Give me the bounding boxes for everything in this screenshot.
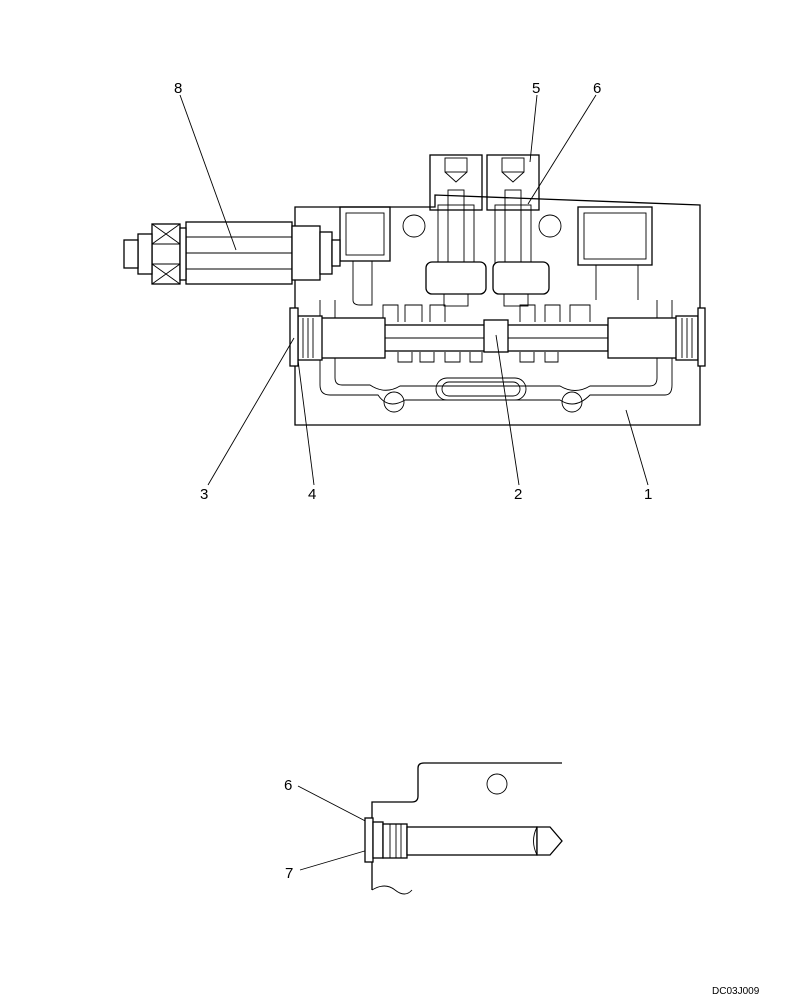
valve-body	[294, 194, 701, 426]
label-4: 4	[308, 486, 316, 503]
drawing-code: DC03J009	[712, 986, 760, 997]
spool	[289, 307, 706, 367]
label-7: 7	[285, 865, 293, 882]
poppet-cartridges	[425, 154, 550, 307]
label-6: 6	[593, 80, 601, 97]
label-3: 3	[200, 486, 208, 503]
label-2: 2	[514, 486, 522, 503]
label-1: 1	[644, 486, 652, 503]
callout-labels: 8 5 6 3 4 2 1 6 7	[174, 80, 652, 882]
label-6-detail: 6	[284, 777, 292, 794]
label-8: 8	[174, 80, 182, 97]
plug-detail-view	[364, 762, 563, 895]
label-5: 5	[532, 80, 540, 97]
leader-lines	[179, 94, 649, 871]
relief-valve-cartridge	[123, 221, 341, 285]
